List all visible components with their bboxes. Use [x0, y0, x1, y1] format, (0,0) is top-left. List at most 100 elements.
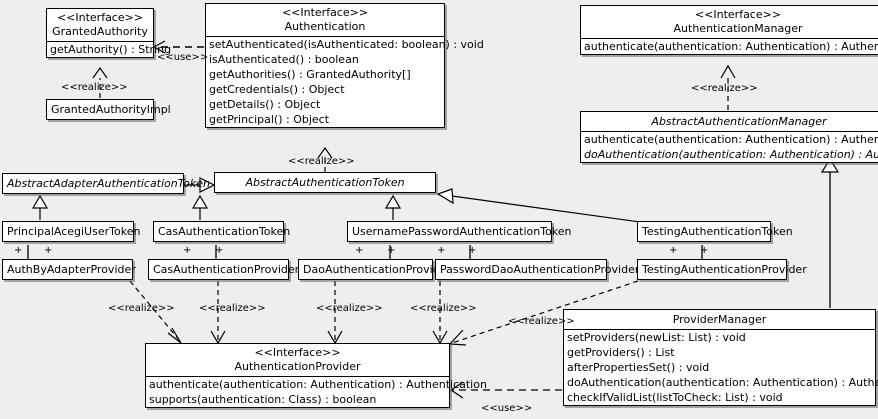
- class-authentication-provider[interactable]: <<Interface>> AuthenticationProvider aut…: [145, 343, 487, 408]
- class-testing-authentication-provider[interactable]: TestingAuthenticationProvider: [637, 259, 807, 280]
- operations-compartment: authenticate(authentication: Authenticat…: [581, 132, 878, 162]
- operation: afterPropertiesSet() : void: [567, 361, 710, 374]
- class-principal-acegi-user-token[interactable]: PrincipalAcegiUserToken: [2, 221, 140, 242]
- assoc-plus-mark: +: [14, 245, 23, 256]
- assoc-plus-mark: +: [669, 245, 678, 256]
- class-header: CasAuthenticationProvider: [149, 260, 300, 279]
- class-header: UsernamePasswordAuthenticationToken: [348, 222, 572, 241]
- operation: isAuthenticated() : boolean: [209, 53, 359, 66]
- operation: authenticate(authentication: Authenticat…: [584, 133, 878, 146]
- class-name: GrantedAuthority: [52, 25, 148, 38]
- class-header: <<Interface>> Authentication: [206, 4, 444, 36]
- operations-compartment: authenticate(authentication: Authenticat…: [146, 377, 487, 407]
- edge-label-realize-tap: <<realize>>: [508, 316, 575, 327]
- class-provider-manager[interactable]: ProviderManager setProviders(newList: Li…: [563, 309, 878, 406]
- edge-upat-extends-aat: [384, 194, 402, 220]
- edge-label-use-authentication-provider: <<use>>: [481, 403, 533, 414]
- stereotype-label: <<Interface>>: [281, 6, 369, 19]
- class-header: AuthByAdapterProvider: [3, 260, 136, 279]
- edge-label-realize-cap: <<realize>>: [199, 303, 266, 314]
- stereotype-label: <<Interface>>: [694, 8, 782, 21]
- operations-compartment: authenticate(authentication: Authenticat…: [581, 39, 878, 54]
- class-header: AbstractAuthenticationManager: [581, 112, 878, 131]
- divider: [581, 38, 878, 39]
- class-header: TestingAuthenticationProvider: [638, 260, 807, 279]
- class-granted-authority-impl[interactable]: GrantedAuthorityImpl: [46, 99, 171, 120]
- class-password-dao-authentication-provider[interactable]: PasswordDaoAuthenticationProvider: [435, 259, 639, 280]
- class-name: AuthByAdapterProvider: [7, 263, 136, 276]
- class-name: DaoAuthenticationProvider: [303, 263, 451, 276]
- operation: getCredentials() : Object: [209, 83, 345, 96]
- class-dao-authentication-provider[interactable]: DaoAuthenticationProvider: [298, 259, 451, 280]
- edge-label-realize-abap: <<realize>>: [108, 303, 175, 314]
- class-header: <<Interface>> GrantedAuthority: [47, 9, 153, 41]
- divider: [146, 376, 449, 377]
- edge-label-realize-authentication: <<realize>>: [288, 156, 355, 167]
- operation: supports(authentication: Class) : boolea…: [149, 393, 377, 406]
- operations-compartment: setProviders(newList: List) : void getPr…: [564, 330, 878, 405]
- class-name: AuthenticationProvider: [234, 360, 361, 373]
- class-name: GrantedAuthorityImpl: [51, 103, 171, 116]
- class-name: CasAuthenticationProvider: [153, 263, 300, 276]
- assoc-plus-mark: +: [468, 245, 477, 256]
- class-authentication[interactable]: <<Interface>> Authentication setAuthenti…: [205, 3, 484, 128]
- class-header: PasswordDaoAuthenticationProvider: [436, 260, 639, 279]
- class-abstract-authentication-token[interactable]: AbstractAuthenticationToken: [214, 172, 436, 193]
- edge-label-realize-pdap: <<realize>>: [410, 303, 477, 314]
- class-testing-authentication-token[interactable]: TestingAuthenticationToken: [637, 221, 793, 242]
- class-header: TestingAuthenticationToken: [638, 222, 793, 241]
- class-name: TestingAuthenticationToken: [642, 225, 793, 238]
- operation: authenticate(authentication: Authenticat…: [584, 40, 878, 53]
- class-auth-by-adapter-provider[interactable]: AuthByAdapterProvider: [2, 259, 136, 280]
- edge-label-realize-granted-authority: <<realize>>: [61, 82, 128, 93]
- class-name: AuthenticationManager: [673, 22, 803, 35]
- class-name: CasAuthenticationToken: [158, 225, 291, 238]
- class-abstract-adapter-authentication-token[interactable]: AbstractAdapterAuthenticationToken: [2, 173, 210, 194]
- operation: doAuthentication(authentication: Authent…: [584, 148, 878, 161]
- class-authentication-manager[interactable]: <<Interface>> AuthenticationManager auth…: [580, 5, 878, 55]
- assoc-plus-mark: +: [215, 245, 224, 256]
- edge-cat-extends-aat: [191, 194, 209, 220]
- stereotype-label: <<Interface>>: [56, 11, 144, 24]
- assoc-plus-mark: +: [387, 245, 396, 256]
- assoc-plus-mark: +: [355, 245, 364, 256]
- class-username-password-authentication-token[interactable]: UsernamePasswordAuthenticationToken: [347, 221, 572, 242]
- edge-pm-extends-aam: [820, 157, 840, 308]
- class-cas-authentication-provider[interactable]: CasAuthenticationProvider: [148, 259, 300, 280]
- operations-compartment: setAuthenticated(isAuthenticated: boolea…: [206, 37, 484, 127]
- divider: [581, 131, 878, 132]
- class-header: PrincipalAcegiUserToken: [3, 222, 140, 241]
- operation: setProviders(newList: List) : void: [567, 331, 746, 344]
- operation: setAuthenticated(isAuthenticated: boolea…: [209, 38, 484, 51]
- class-header: <<Interface>> AuthenticationProvider: [146, 344, 449, 376]
- class-name: ProviderManager: [672, 313, 767, 326]
- class-header: ProviderManager: [564, 310, 875, 329]
- class-name: Authentication: [284, 20, 366, 33]
- operation: authenticate(authentication: Authenticat…: [149, 378, 487, 391]
- class-name: AbstractAdapterAuthenticationToken: [7, 177, 210, 190]
- class-header: DaoAuthenticationProvider: [299, 260, 451, 279]
- class-name: TestingAuthenticationProvider: [642, 263, 807, 276]
- class-header: CasAuthenticationToken: [154, 222, 291, 241]
- class-name: AbstractAuthenticationToken: [245, 176, 405, 189]
- edge-label-realize-authentication-manager: <<realize>>: [691, 83, 758, 94]
- assoc-plus-mark: +: [44, 245, 53, 256]
- operation: getAuthorities() : GrantedAuthority[]: [209, 68, 411, 81]
- operation: checkIfValidList(listToCheck: List) : vo…: [567, 391, 783, 404]
- class-header: AbstractAdapterAuthenticationToken: [3, 174, 210, 193]
- operation: doAuthentication(authentication: Authent…: [567, 376, 878, 389]
- divider: [564, 329, 875, 330]
- operations-compartment: getAuthority() : String: [47, 42, 172, 57]
- class-name: UsernamePasswordAuthenticationToken: [352, 225, 572, 238]
- class-name: AbstractAuthenticationManager: [651, 115, 827, 128]
- class-abstract-authentication-manager[interactable]: AbstractAuthenticationManager authentica…: [580, 111, 878, 163]
- divider: [206, 36, 444, 37]
- assoc-plus-mark: +: [700, 245, 709, 256]
- operation: getAuthority() : String: [50, 43, 172, 56]
- class-cas-authentication-token[interactable]: CasAuthenticationToken: [153, 221, 291, 242]
- class-granted-authority[interactable]: <<Interface>> GrantedAuthority getAuthor…: [46, 8, 172, 58]
- assoc-plus-mark: +: [437, 245, 446, 256]
- operation: getPrincipal() : Object: [209, 113, 330, 126]
- edge-tat-extends-aat: [436, 188, 641, 223]
